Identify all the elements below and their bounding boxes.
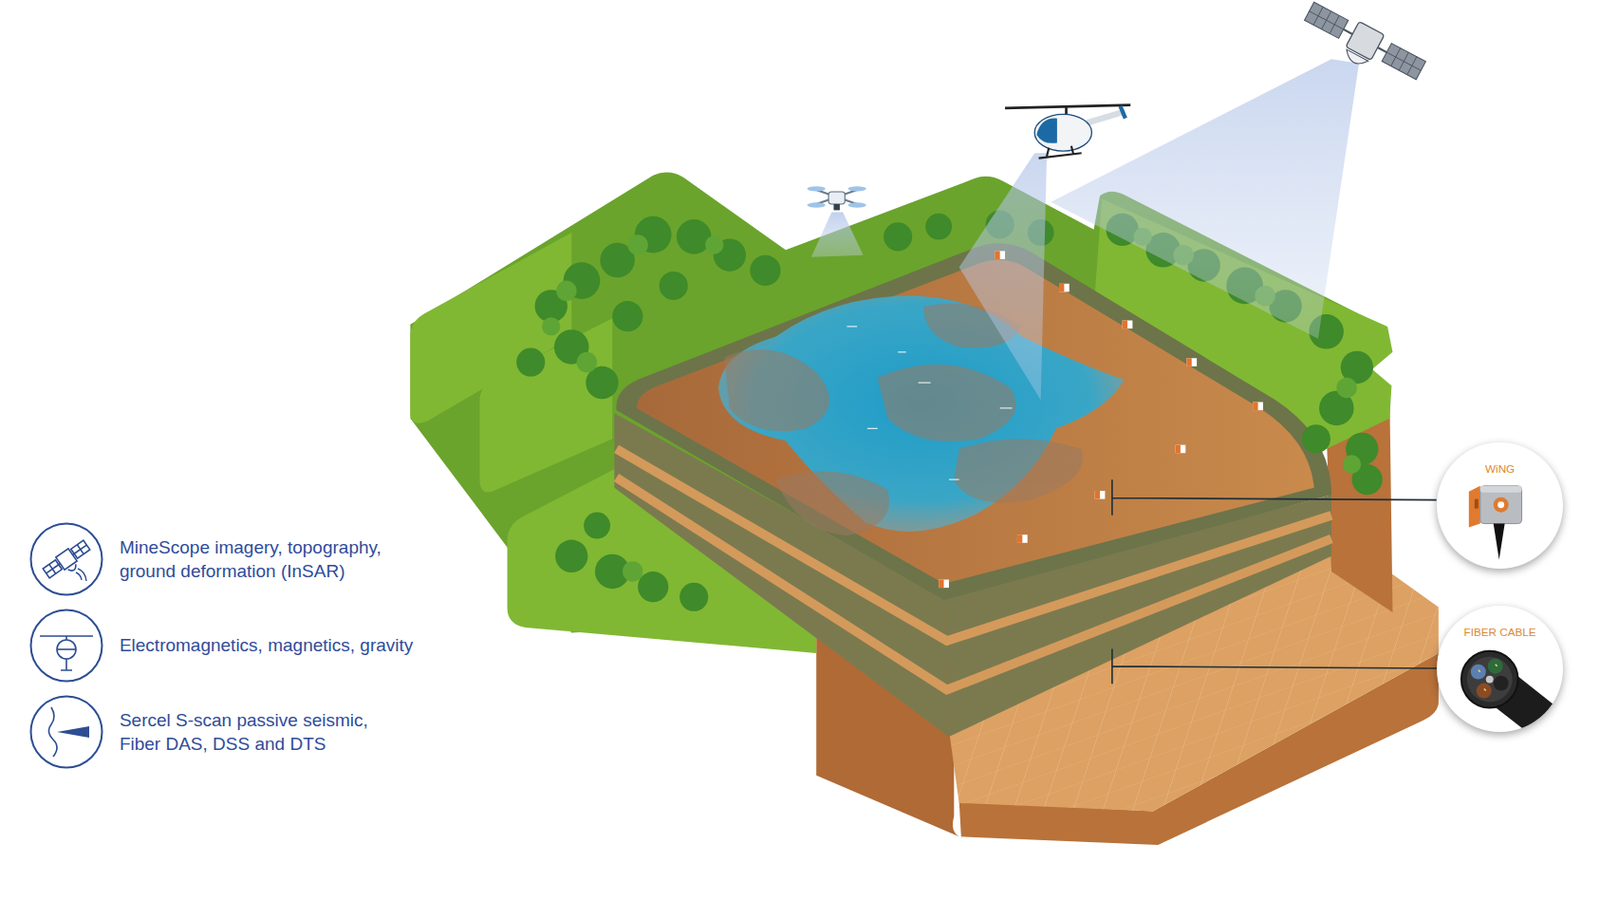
legend-icon xyxy=(28,520,105,597)
callout-label: WiNG xyxy=(1436,461,1563,477)
green-side xyxy=(480,317,614,492)
pit-floor xyxy=(636,260,1315,584)
drone-beam xyxy=(811,212,864,258)
callout-label: FIBER CABLE xyxy=(1436,624,1563,640)
pit-rim xyxy=(615,242,1332,600)
legend-item: Electromagnetics, magnetics, gravity xyxy=(28,607,519,684)
legend-text: Electromagnetics, magnetics, gravity xyxy=(119,632,519,657)
helicopter xyxy=(1004,105,1131,159)
sensor-callout-circle: FIBER CABLE xyxy=(1436,605,1563,732)
drone xyxy=(807,186,867,210)
sensor-callout-circle: WiNG xyxy=(1436,442,1563,569)
legend-icon xyxy=(28,693,105,770)
ripples xyxy=(846,326,1012,480)
sensor-markers xyxy=(938,250,1264,588)
satellite-beam xyxy=(1050,58,1359,339)
fiber-cable-icon xyxy=(1436,605,1563,732)
wing-node-icon xyxy=(1436,442,1563,569)
legend-item: MineScope imagery, topography, ground de… xyxy=(28,520,405,597)
legend-text: MineScope imagery, topography, ground de… xyxy=(119,535,405,583)
legend-text: Sercel S-scan passive seismic, Fiber DAS… xyxy=(119,707,395,756)
helicopter-beam xyxy=(959,152,1047,400)
pit-lake xyxy=(718,296,1125,532)
satellite xyxy=(1298,0,1429,93)
legend-item: Sercel S-scan passive seismic, Fiber DAS… xyxy=(28,693,395,770)
leader-lines xyxy=(1112,479,1439,684)
legend-icon xyxy=(28,607,105,684)
